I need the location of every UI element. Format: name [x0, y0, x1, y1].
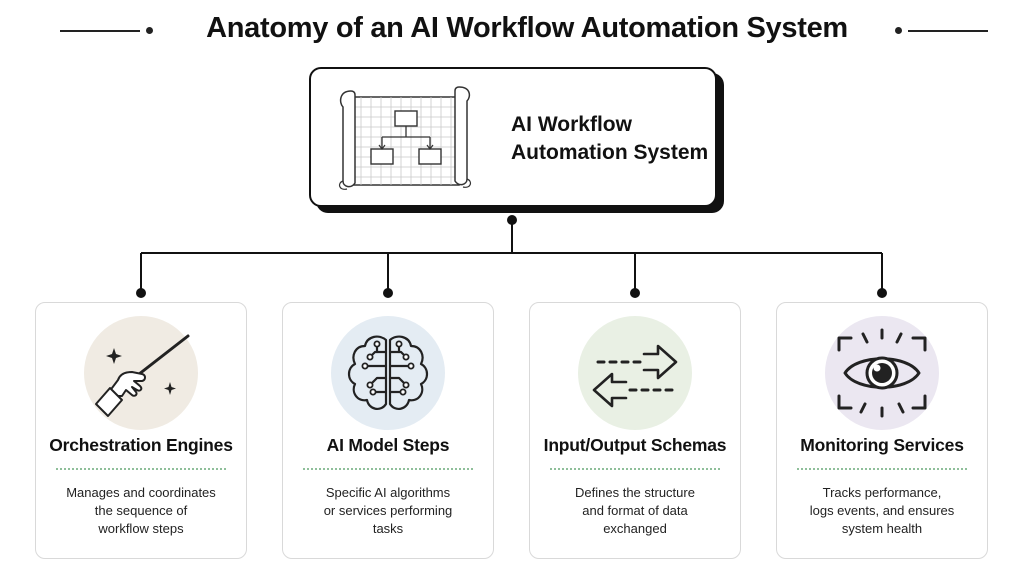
card-desc-line: or services performing — [323, 503, 453, 518]
eye-focus-icon — [837, 328, 927, 418]
page-title: Anatomy of an AI Workflow Automation Sys… — [206, 12, 848, 44]
root-node-label: AI Workflow Automation System — [511, 111, 711, 167]
icon-circle — [578, 316, 692, 430]
title-rule-right — [908, 30, 988, 32]
card-title: Orchestration Engines — [49, 435, 233, 455]
card-divider — [797, 468, 967, 470]
root-label-line-2: Automation System — [511, 141, 709, 164]
root-label-line-1: AI Workflow — [511, 113, 632, 136]
card-desc-line: Tracks performance, — [822, 485, 942, 500]
branch-node-2 — [383, 288, 393, 298]
title-row: Anatomy of an AI Workflow Automation Sys… — [0, 8, 1024, 54]
trunk-node — [507, 215, 517, 225]
card-description: Manages and coordinates the sequence of … — [46, 484, 236, 538]
card-desc-line: and format of data — [582, 503, 688, 518]
conductor-baton-icon — [95, 334, 190, 417]
card-title: AI Model Steps — [326, 435, 450, 455]
card-ai-model-steps: AI Model Steps Specific AI algorithms or… — [282, 302, 494, 559]
icon-circle — [331, 316, 445, 430]
card-input-output-schemas: Input/Output Schemas Defines the structu… — [529, 302, 741, 559]
card-desc-line: workflow steps — [98, 521, 184, 536]
icon-circle — [84, 316, 198, 430]
blueprint-scroll-icon — [338, 86, 472, 190]
card-desc-line: logs events, and ensures — [809, 503, 955, 518]
card-description: Tracks performance, logs events, and ens… — [787, 484, 977, 538]
card-desc-line: Defines the structure — [575, 485, 695, 500]
icon-circle — [825, 316, 939, 430]
card-desc-line: tasks — [372, 521, 404, 536]
circuit-brain-icon — [347, 335, 429, 410]
card-description: Defines the structure and format of data… — [540, 484, 730, 538]
card-desc-line: Specific AI algorithms — [325, 485, 451, 500]
card-orchestration-engines: Orchestration Engines Manages and coordi… — [35, 302, 247, 559]
card-monitoring-services: Monitoring Services Tracks performance, … — [776, 302, 988, 559]
title-dot-left — [146, 27, 153, 34]
card-divider — [550, 468, 720, 470]
card-title: Input/Output Schemas — [543, 435, 727, 455]
card-desc-line: Manages and coordinates — [66, 485, 216, 500]
root-node: AI Workflow Automation System — [309, 67, 717, 207]
title-rule-left — [60, 30, 140, 32]
card-title: Monitoring Services — [800, 435, 964, 455]
branch-node-1 — [136, 288, 146, 298]
card-desc-line: the sequence of — [94, 503, 188, 518]
exchange-arrows-icon — [592, 344, 678, 408]
branch-node-3 — [630, 288, 640, 298]
branch-node-4 — [877, 288, 887, 298]
card-divider — [303, 468, 473, 470]
card-desc-line: system health — [841, 521, 923, 536]
title-dot-right — [895, 27, 902, 34]
card-desc-line: exchanged — [603, 521, 667, 536]
card-description: Specific AI algorithms or services perfo… — [293, 484, 483, 538]
card-divider — [56, 468, 226, 470]
